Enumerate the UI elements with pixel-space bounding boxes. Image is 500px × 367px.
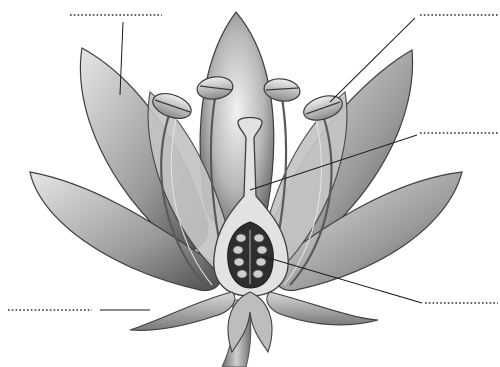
- sepal-left: [130, 292, 235, 330]
- sepal-right: [267, 292, 378, 325]
